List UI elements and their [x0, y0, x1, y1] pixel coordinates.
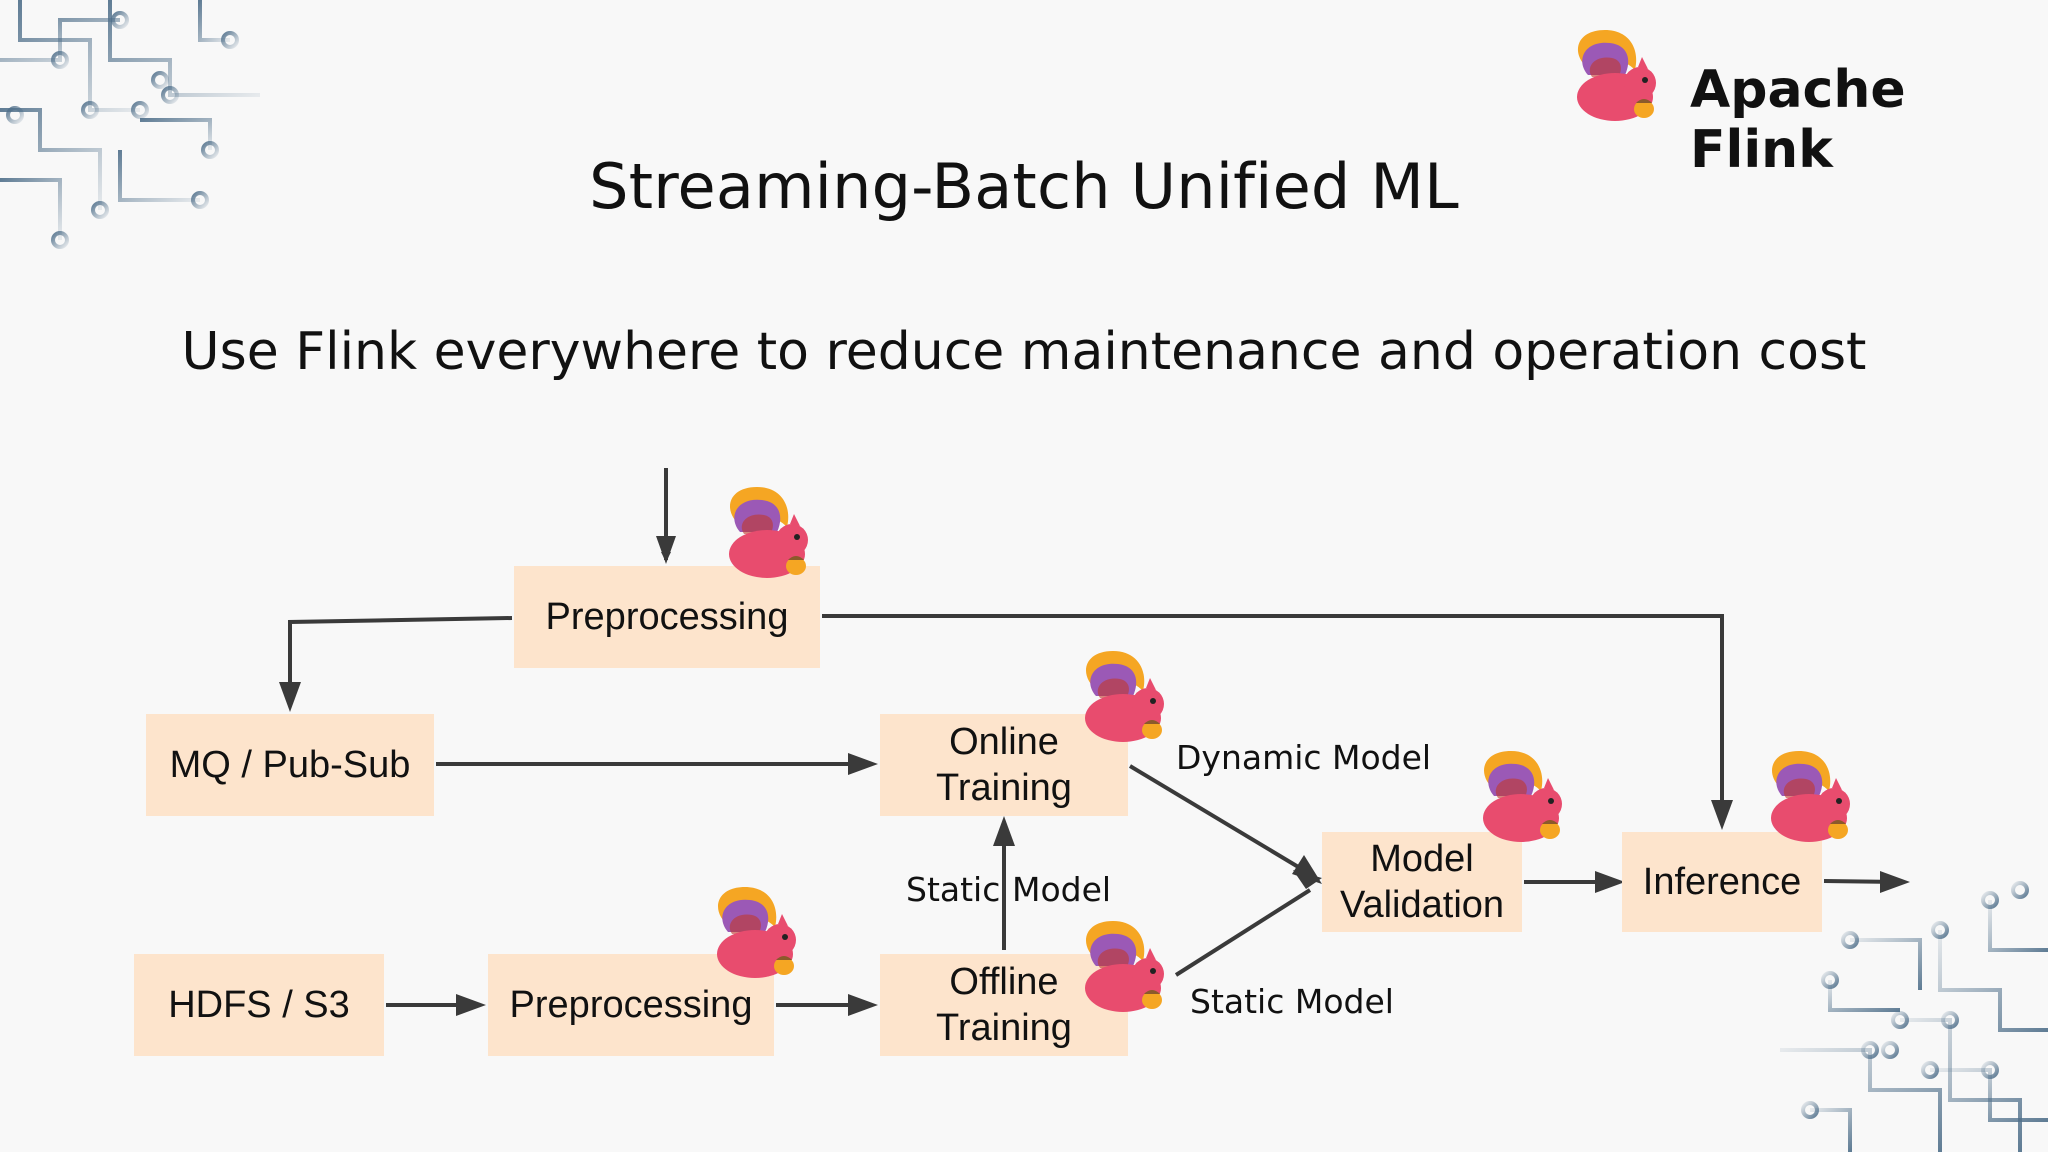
node-inference: Inference	[1622, 832, 1822, 932]
arrowhead	[1293, 870, 1322, 889]
node-mq-pubsub: MQ / Pub-Sub	[146, 714, 434, 816]
flink-squirrel-icon	[1085, 651, 1164, 742]
arrowhead	[456, 994, 486, 1016]
edge-label-static-model-bottom: Static Model	[1190, 982, 1394, 1021]
arrow-preprocessing-to-mq	[288, 616, 513, 706]
node-label: HDFS / S3	[168, 984, 350, 1026]
arrowhead	[1711, 800, 1733, 830]
node-label: Preprocessing	[545, 596, 789, 638]
arrowhead	[993, 816, 1015, 846]
node-online-training: Online Training	[880, 714, 1128, 816]
flink-squirrel-icon	[729, 487, 808, 578]
arrowhead	[1595, 871, 1625, 893]
flink-squirrel-icon	[1483, 751, 1562, 842]
node-preprocessing-bottom: Preprocessing	[488, 954, 774, 1056]
flink-squirrel-icon	[717, 887, 796, 978]
edge-label-static-right: Model	[1012, 870, 1112, 909]
arrowhead	[848, 994, 878, 1016]
arrow-online-to-validation	[1128, 764, 1312, 876]
node-label: Preprocessing	[509, 984, 753, 1026]
node-label-line2: Training	[936, 1007, 1072, 1049]
flink-squirrel-icon	[1085, 921, 1164, 1012]
circuit-bottom-right	[1780, 881, 2048, 1152]
arrow-preprocessing-to-inference	[822, 614, 1724, 824]
node-offline-training: Offline Training	[880, 954, 1128, 1056]
arrowhead	[848, 753, 878, 775]
node-label-line1: Online	[949, 721, 1059, 763]
node-label: Inference	[1642, 861, 1802, 903]
flink-squirrel-icon	[1771, 751, 1850, 842]
circuit-top-left	[0, 0, 260, 250]
node-label: MQ / Pub-Sub	[169, 744, 411, 786]
arrowhead	[1880, 871, 1910, 893]
node-label-line1: Model	[1370, 838, 1474, 880]
node-hdfs-s3: HDFS / S3	[134, 954, 384, 1056]
arrowhead	[656, 536, 676, 564]
node-label-line2: Training	[936, 767, 1072, 809]
edge-label-static-left: Static	[906, 870, 1001, 909]
node-label-line1: Offline	[949, 961, 1059, 1003]
arrow-offline-to-validation	[1174, 888, 1312, 977]
node-label-line2: Validation	[1339, 884, 1505, 926]
flink-squirrel-icon	[1577, 30, 1656, 121]
slide-title: Streaming-Batch Unified ML	[589, 150, 1459, 223]
node-model-validation: Model Validation	[1322, 832, 1522, 932]
slide-subtitle: Use Flink everywhere to reduce maintenan…	[181, 322, 1867, 382]
arrowhead	[279, 682, 301, 712]
brand-name: Apache Flink	[1690, 60, 1906, 180]
edge-label-dynamic-model: Dynamic Model	[1176, 738, 1432, 777]
node-preprocessing-top: Preprocessing	[514, 566, 820, 668]
